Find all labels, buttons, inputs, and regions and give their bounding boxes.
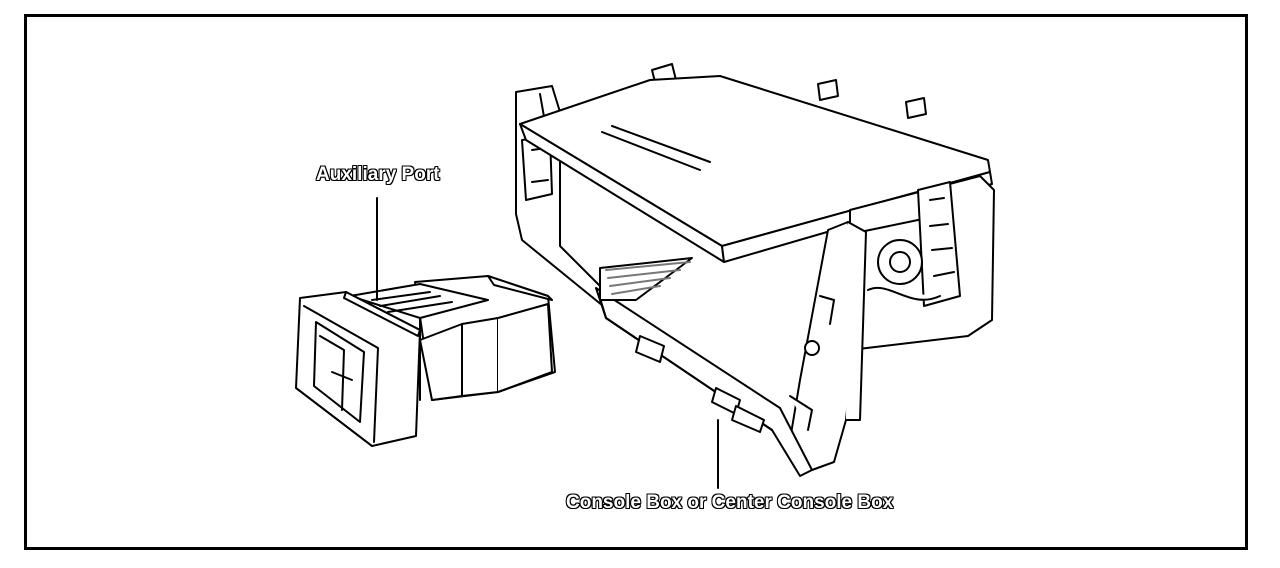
console-box [515, 63, 995, 477]
diagram-frame [24, 14, 1248, 550]
console-box-label: Console Box or Center Console Box [566, 492, 894, 513]
auxiliary-port-switch [295, 275, 556, 447]
auxiliary-port-label: Auxiliary Port [316, 164, 440, 185]
